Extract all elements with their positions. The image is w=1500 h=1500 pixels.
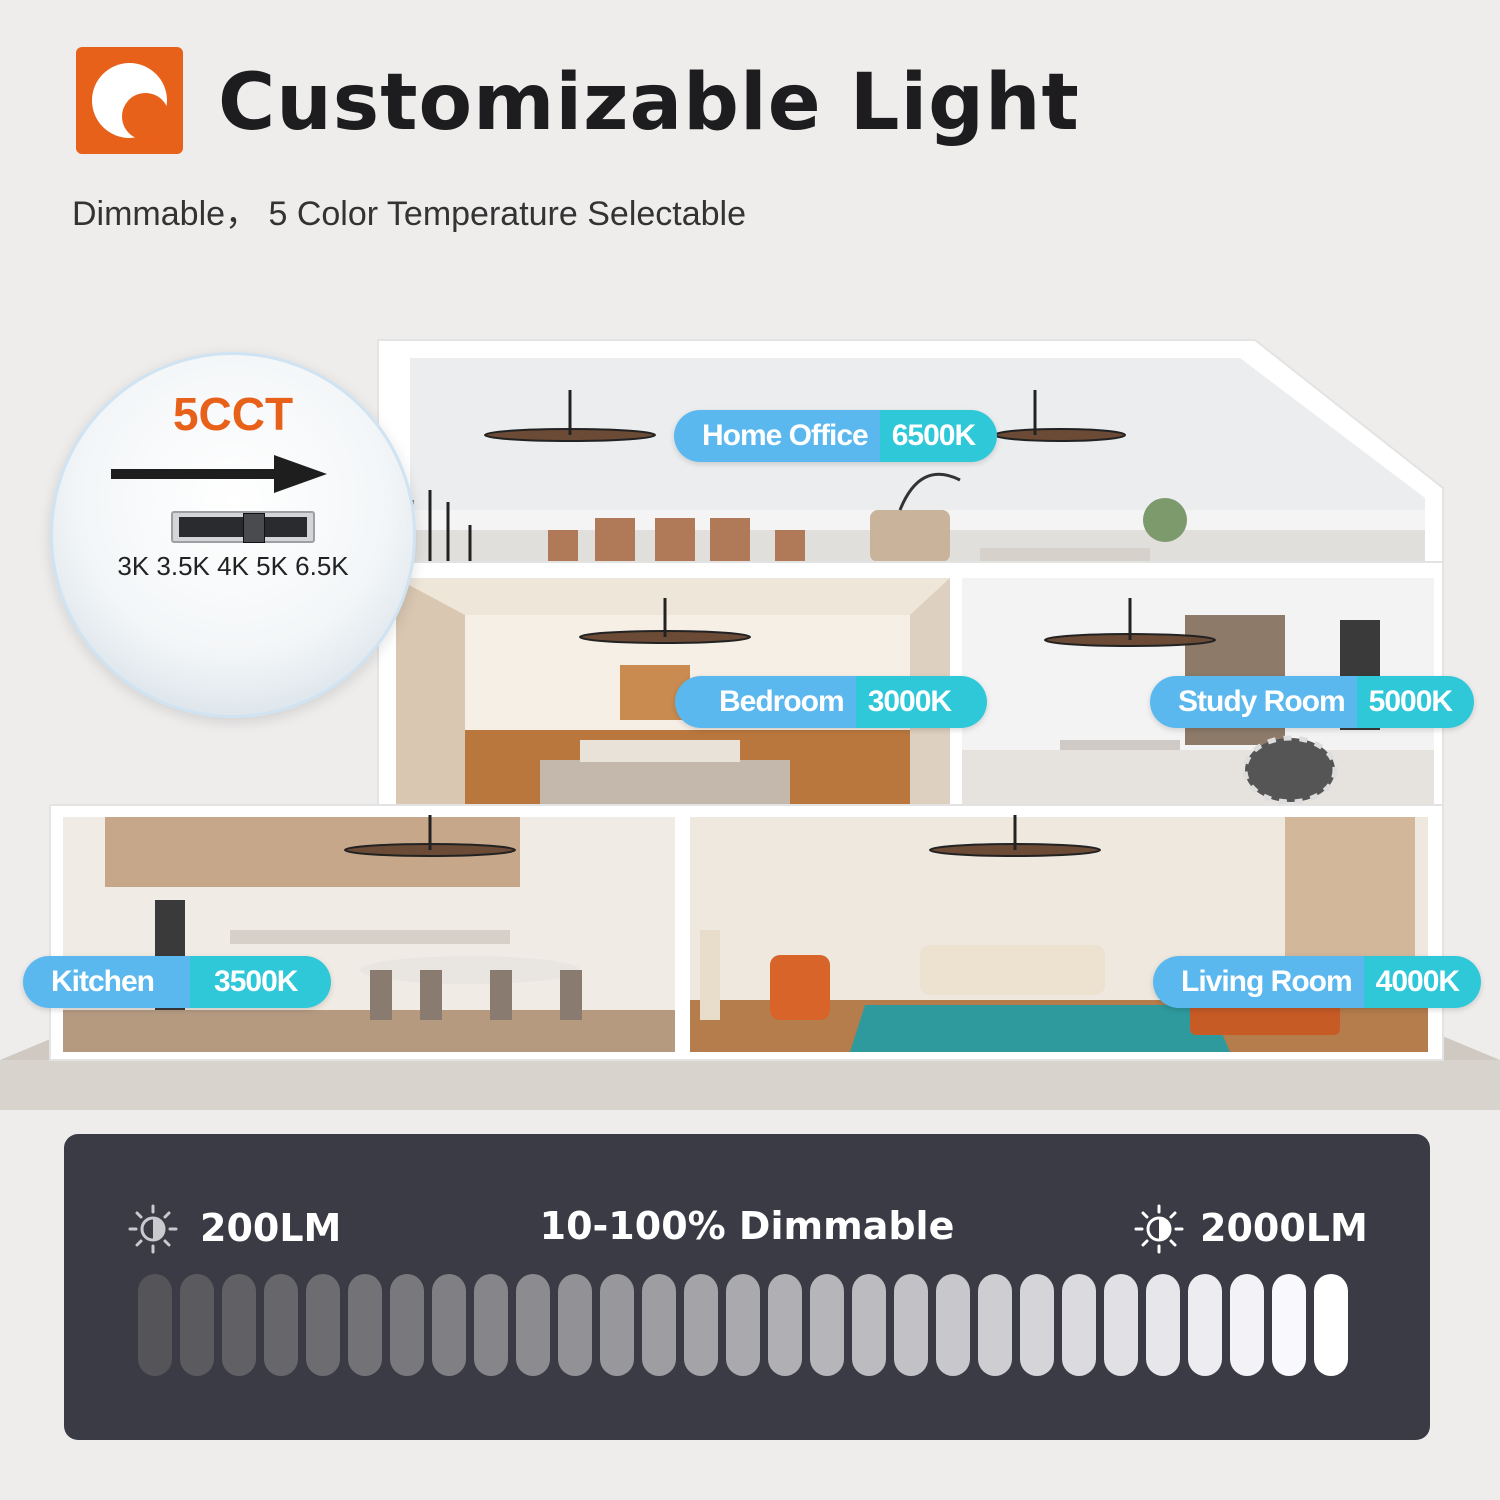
brightness-bar	[1104, 1274, 1138, 1376]
ring-light-icon	[92, 63, 169, 140]
brightness-bar	[684, 1274, 718, 1376]
room-cct: 3500K	[190, 956, 332, 1008]
brightness-bar	[264, 1274, 298, 1376]
brightness-bar	[852, 1274, 886, 1376]
brightness-gradient-bars	[138, 1274, 1354, 1376]
brightness-bar	[138, 1274, 172, 1376]
dimming-range-label: 10-100% Dimmable	[539, 1204, 955, 1248]
brightness-bar	[810, 1274, 844, 1376]
room-cct: 3000K	[855, 676, 988, 728]
room-tag-living-room: Living Room 4000K	[1153, 956, 1482, 1008]
arrow-right-icon	[111, 455, 327, 493]
brightness-bar	[306, 1274, 340, 1376]
brightness-bar	[516, 1274, 550, 1376]
bright-sun-icon	[1134, 1204, 1184, 1254]
dimming-panel: 200LM 10-100% Dimmable 2000LM	[64, 1134, 1430, 1440]
brightness-bar	[936, 1274, 970, 1376]
brightness-bar	[1146, 1274, 1180, 1376]
cct-slide-switch	[171, 511, 315, 543]
room-cct: 6500K	[879, 410, 998, 462]
dim-sun-icon	[128, 1204, 178, 1254]
brightness-bar	[894, 1274, 928, 1376]
room-name: Living Room	[1153, 956, 1364, 1008]
page-title: Customizable Light	[218, 58, 1080, 148]
brightness-bar	[432, 1274, 466, 1376]
brightness-bar	[768, 1274, 802, 1376]
brightness-bar	[1188, 1274, 1222, 1376]
min-lumen-label: 200LM	[200, 1206, 342, 1250]
brightness-bar	[390, 1274, 424, 1376]
house-cross-section-illustration	[0, 339, 1500, 1110]
brightness-bar	[222, 1274, 256, 1376]
brightness-bar	[1020, 1274, 1054, 1376]
room-tag-home-office: Home Office 6500K	[674, 410, 998, 462]
brightness-bar	[474, 1274, 508, 1376]
room-tag-study-room: Study Room 5000K	[1150, 676, 1475, 728]
brightness-bar	[726, 1274, 760, 1376]
room-name: Home Office	[674, 410, 880, 462]
cct-switch-knob	[243, 513, 265, 543]
ring-light-icon-center	[122, 93, 169, 140]
room-cct: 4000K	[1363, 956, 1482, 1008]
page-subtitle: Dimmable， 5 Color Temperature Selectable	[72, 195, 747, 233]
brightness-bar	[978, 1274, 1012, 1376]
cct-title: 5CCT	[172, 388, 294, 440]
brightness-bar	[600, 1274, 634, 1376]
room-cct: 5000K	[1356, 676, 1475, 728]
cct-scale-labels: 3K 3.5K 4K 5K 6.5K	[117, 551, 349, 581]
max-lumen-label: 2000LM	[1200, 1206, 1368, 1250]
brightness-bar	[642, 1274, 676, 1376]
room-tag-kitchen: Kitchen 3500K	[23, 956, 332, 1008]
room-name: Bedroom	[675, 676, 856, 728]
brightness-bar	[558, 1274, 592, 1376]
room-name: Study Room	[1150, 676, 1357, 728]
brand-logo-icon	[76, 47, 183, 154]
room-name: Kitchen	[23, 956, 191, 1008]
room-tag-bedroom: Bedroom 3000K	[675, 676, 988, 728]
brightness-bar	[1272, 1274, 1306, 1376]
brightness-bar	[180, 1274, 214, 1376]
cct-switch-zoom: 5CCT 3K 3.5K 4K 5K 6.5K	[50, 352, 416, 718]
brightness-bar	[1230, 1274, 1264, 1376]
brightness-bar	[348, 1274, 382, 1376]
brightness-bar	[1314, 1274, 1348, 1376]
brightness-bar	[1062, 1274, 1096, 1376]
